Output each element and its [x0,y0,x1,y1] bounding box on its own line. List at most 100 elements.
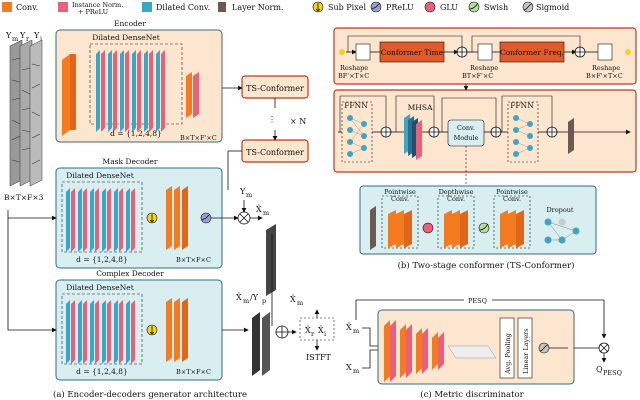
metric-discriminator: PESQ X̂ m X m Avg. Pooling Linear Layers [346,297,622,385]
svg-text:r: r [311,330,315,338]
metric-feature-map [447,345,497,359]
conformer-block-detail: FFNN MHSA Conv. Module FFNN [333,84,637,173]
svg-text:m: m [353,367,359,375]
svg-text:Q: Q [596,365,603,374]
svg-text:Conformer Time: Conformer Time [381,48,444,57]
svg-text:FFNN: FFNN [510,101,534,110]
svg-text:Y: Y [5,31,12,40]
svg-text:m: m [263,209,269,217]
mask-decoder-title: Mask Decoder [103,157,158,166]
svg-text:X̂: X̂ [318,326,324,335]
ts-conformer-stack: TS-Conformer ⋮ × N TS-Conformer [222,75,309,163]
svg-text:Y: Y [33,31,40,40]
svg-text:Reshape: Reshape [470,64,498,72]
legend-sigmoid-label: Sigmoid [536,3,569,12]
reshape-3-box [597,43,613,61]
conv-glu-icon [422,222,434,234]
svg-text:BT×F'×C: BT×F'×C [462,72,493,80]
svg-text:Pointwise: Pointwise [496,188,528,196]
conv-module-detail: Pointwise Conv. Depthwise Conv. Pointwis… [359,146,597,255]
legend-glu-label: GLU [440,3,458,12]
svg-text:m: m [353,327,359,335]
svg-text:TS-Conformer: TS-Conformer [246,148,304,157]
complex-densenet-layers [66,300,135,364]
svg-text:Avg. Pooling: Avg. Pooling [504,333,512,375]
mask-densenet-layers [66,188,135,252]
encoder-block: Encoder Dilated DenseNet d = {1,2,4,8} B… [55,19,223,143]
layer-norm-block [568,118,574,154]
svg-text:B×T×F×C: B×T×F×C [176,368,211,376]
svg-text:B×T×F×C: B×T×F×C [176,256,211,264]
legend-swish-label: Swish [484,3,508,12]
svg-text:Linear Layers: Linear Layers [522,328,530,374]
encoder-densenet-layers [96,50,165,132]
legend-sub-pixel-label: Sub Pixel [328,3,366,12]
svg-text:i: i [40,35,42,43]
skip-connections [7,151,229,333]
svg-text:X̂: X̂ [256,205,262,214]
legend-layer-norm-swatch [218,2,226,12]
svg-text:FFNN: FFNN [344,101,368,110]
svg-text:Dilated DenseNet: Dilated DenseNet [66,171,134,180]
legend-instance-norm-swatch [58,2,68,12]
ts-conformer-detail: Reshape BF'×T×C Conformer Time Reshape B… [333,27,637,85]
svg-text:Conv.: Conv. [503,195,521,203]
input-spectrograms: Y m Y r Y i B×T×F×3 [4,31,44,202]
svg-text:Pointwise: Pointwise [384,188,416,196]
reshape-2-box [477,43,493,61]
svg-text:Conv.: Conv. [447,195,465,203]
svg-text:r: r [26,35,30,43]
istft-label: ISTFT [306,353,332,362]
svg-text:PESQ: PESQ [468,297,487,305]
ffnn-2-nodes [513,115,533,157]
svg-text:d = {1,2,4,8}: d = {1,2,4,8} [76,367,128,376]
encoder-dilation-label: d = {1,2,4,8} [110,129,162,138]
mask-output-spectrogram [266,224,276,296]
svg-text:Dilated DenseNet: Dilated DenseNet [66,283,134,292]
encoder-densenet-label: Dilated DenseNet [92,33,160,42]
svg-text:⋮: ⋮ [268,115,276,124]
legend-dilated-conv-swatch [142,2,152,12]
svg-text:Y: Y [19,31,26,40]
encoder-shape-label: B×T×F'×C [180,134,217,142]
svg-text:i: i [324,330,326,338]
mask-decoder-block: Mask Decoder Dilated DenseNet d = {1,2,4… [55,157,276,296]
svg-text:Depthwise: Depthwise [439,188,474,196]
caption-b: (b) Two-stage conformer (TS-Conformer) [398,260,575,271]
complex-output-spectrogram-2 [262,312,270,376]
spectrogram-stack [9,39,43,187]
svg-text:p: p [262,297,266,305]
svg-text:PESQ: PESQ [603,369,622,377]
legend-conv-label: Conv. [16,3,38,12]
svg-text:Conformer Freq.: Conformer Freq. [500,48,564,57]
legend: Conv. Instance Norm. + PReLU Dilated Con… [2,1,569,16]
svg-text:m: m [246,191,252,199]
svg-text:/Y: /Y [250,293,259,302]
svg-text:m: m [243,297,249,305]
svg-text:MHSA: MHSA [408,103,433,112]
svg-text:BF'×T×C: BF'×T×C [338,72,369,80]
svg-text:Conv.: Conv. [391,195,409,203]
svg-text:Module: Module [454,134,479,142]
svg-text:Reshape: Reshape [592,64,620,72]
dropout-network [544,218,580,244]
linear-layers-box [517,317,533,379]
legend-dilated-conv-label: Dilated Conv. [156,3,210,12]
svg-text:Dropout: Dropout [546,206,573,214]
mhsa-heads [404,114,422,160]
legend-conv-swatch [2,2,12,12]
repeat-label: × N [290,117,306,126]
svg-text:X̂: X̂ [236,293,242,302]
svg-text:Reshape: Reshape [340,64,368,72]
metric-conv-layers [384,320,444,382]
complex-decoder-title: Complex Decoder [96,269,164,278]
svg-text:Y: Y [239,187,246,196]
svg-text:B×T×F×3: B×T×F×3 [4,193,44,202]
ffnn-1-nodes [347,115,367,157]
svg-text:d = {1,2,4,8}: d = {1,2,4,8} [76,255,128,264]
caption-a: (a) Encoder-decoders generator architect… [53,389,247,400]
legend-instance-norm-label: Instance Norm. [72,1,123,9]
svg-text:m: m [297,299,303,307]
legend-prelu-label: PReLU [386,3,414,12]
